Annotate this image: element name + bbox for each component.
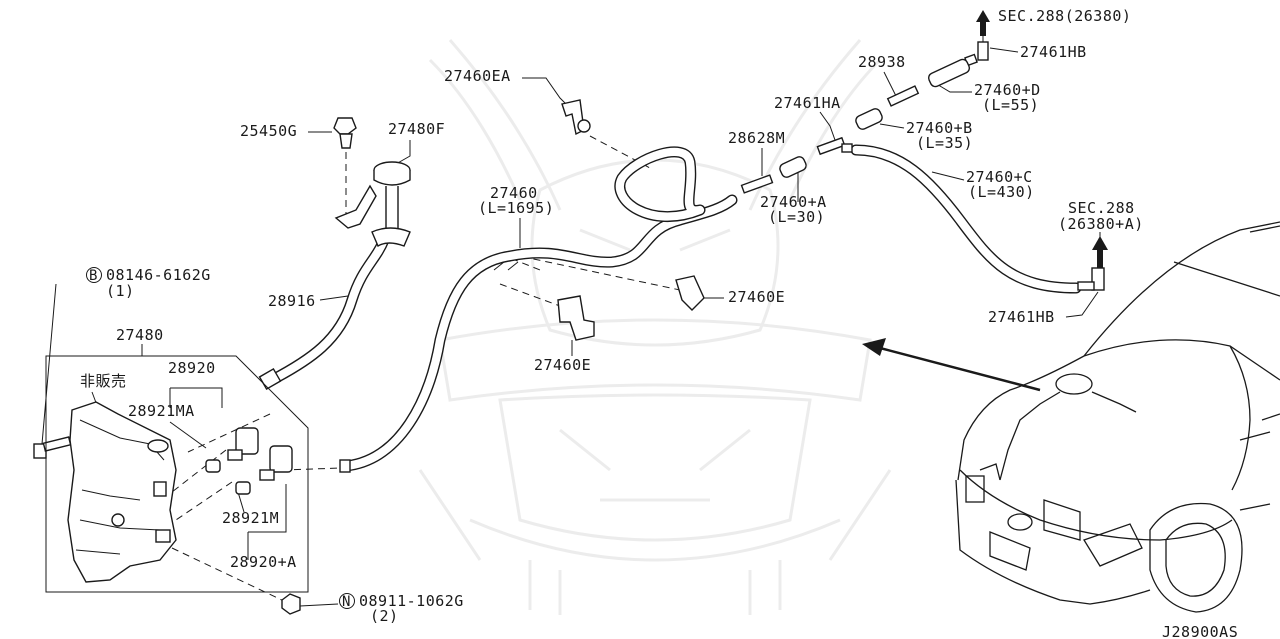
filler-bracket [334,184,377,229]
label-sec288-top: SEC.288(26380) [998,7,1131,25]
label-27460e-right: 27460E [728,288,785,306]
label-27460c: 27460+C [966,168,1033,186]
connector-28628m [740,174,774,194]
label-27460c-length: (L=430) [968,183,1035,201]
label-27460e-lower: 27460E [534,356,591,374]
label-28921ma: 28921MA [128,402,195,420]
label-28628m: 28628M [728,129,785,147]
label-28921m: 28921M [222,509,279,527]
label-27460d-length: (L=55) [982,96,1039,114]
hose-end-left [339,459,351,473]
nut-08911 [281,593,301,615]
arrow-up-icon [976,10,990,22]
hose-break-mark [493,261,519,271]
label-27460b: 27460+B [906,119,973,137]
clip-27460e-lower [557,295,595,341]
hose-27460c-fill [851,145,1081,293]
bolt-symbol-circle [86,267,102,283]
label-27480f: 27480F [388,120,445,138]
label-27461hb-top: 27461HB [1020,43,1087,61]
label-28938: 28938 [858,53,906,71]
small-parts [33,10,1108,615]
label-sec288-right-ref: (26380+A) [1058,215,1144,233]
label-diagram-code: J28900AS [1162,623,1238,639]
label-27460d: 27460+D [974,81,1041,99]
label-27460-length: (L=1695) [478,199,554,217]
filler-neck-28916 [371,227,411,248]
label-27461ha: 27461HA [774,94,841,112]
connector-28938 [886,85,920,107]
label-sec288-right: SEC.288 [1068,199,1135,217]
label-27460ea: 27460EA [444,67,511,85]
hoses [258,144,1082,473]
label-27461hb-right: 27461HB [988,308,1055,326]
washer-pump-28920 [235,427,259,455]
check-valve-27461hb-top [977,41,989,61]
label-bolt-part: 08146-6162G [106,266,211,284]
arrow-left-icon [862,338,886,356]
location-arrow [862,338,1041,392]
nut-symbol-letter: N [342,594,351,610]
label-not-for-sale: 非販売 [80,372,127,390]
label-27460: 27460 [490,184,538,202]
arrow-up-right-icon [1092,236,1108,250]
nut-symbol-circle [339,593,355,609]
vehicle-front-illustration [955,221,1280,613]
label-27460a-length: (L=30) [768,208,825,226]
part-labels: SEC.288(26380) 27461HB 28938 27460+D (L=… [80,7,1238,639]
label-28916: 28916 [268,292,316,310]
label-28920a: 28920+A [230,553,297,571]
assembly-dash-lines [169,135,681,603]
reservoir-box-outline [45,355,309,593]
samurai-watermark [418,39,892,615]
label-27460a: 27460+A [760,193,827,211]
label-bolt-qty: (1) [106,282,135,300]
hose-loop-fill [615,147,705,221]
tube-27460d [927,58,971,88]
label-27480: 27480 [116,326,164,344]
label-28920: 28920 [168,359,216,377]
grommet-28921ma [205,459,221,473]
grommet-28921m [235,481,251,495]
label-27460b-length: (L=35) [916,134,973,152]
label-nut-qty: (2) [370,607,399,625]
tee-27461ha [816,136,846,156]
tube-27460a [779,156,807,178]
clip-25450g [333,117,357,135]
clip-27460e-right [675,275,705,311]
hose-28916-fill [267,235,389,385]
reservoir-assembly-box [45,355,309,593]
washer-pump-28920a [269,445,293,473]
label-25450g: 25450G [240,122,297,140]
bolt-symbol-letter: B [89,268,98,284]
arrow-up-shaft [980,22,986,36]
tube-27460b [855,108,883,130]
label-nut-part: 08911-1062G [359,592,464,610]
leader-lines [41,47,1101,607]
